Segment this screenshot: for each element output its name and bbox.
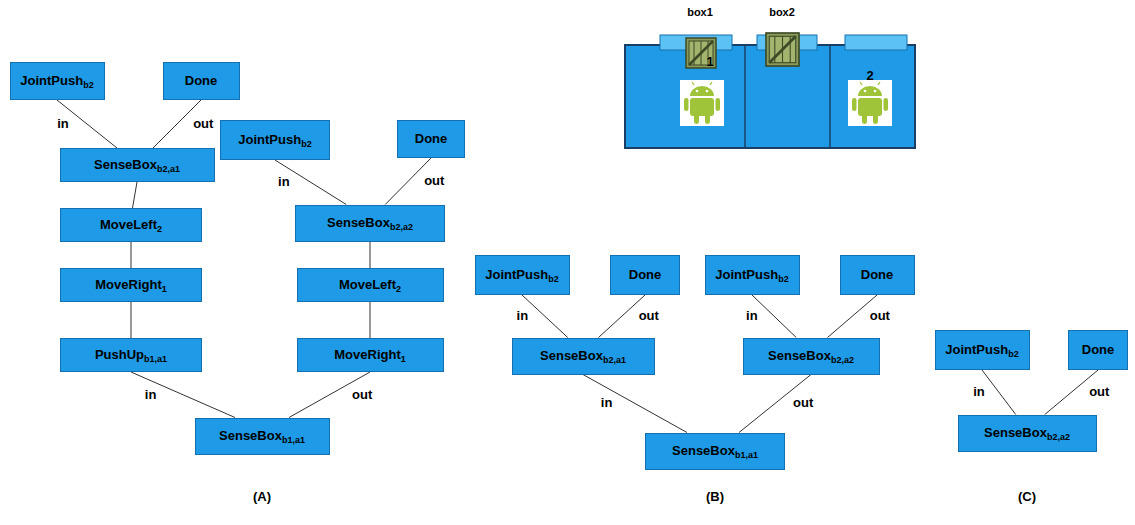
edge-label: out [191, 117, 215, 131]
process-box: SenseBoxb2,a1 [512, 338, 655, 375]
edge-label: in [515, 309, 531, 323]
process-box: JointPushb2 [705, 255, 800, 295]
tree-edge [982, 370, 1016, 415]
process-box: Done [610, 255, 680, 295]
box-label: Done [1082, 343, 1115, 357]
box-label: PushUpb1,a1 [95, 348, 167, 362]
tree-edge [131, 302, 132, 338]
process-box: SenseBoxb2,a2 [743, 338, 880, 375]
panel-label: (C) [1018, 490, 1036, 504]
process-box: MoveLeft2 [297, 268, 444, 302]
box-label: SenseBoxb2,a2 [327, 216, 413, 230]
process-box: SenseBoxb2,a2 [958, 415, 1097, 452]
box-label: SenseBoxb1,a1 [219, 429, 305, 443]
box-label: JointPushb2 [485, 268, 558, 282]
box-label: MoveLeft2 [339, 278, 401, 292]
tree-edge [370, 242, 371, 269]
process-box: MoveRight1 [60, 268, 202, 302]
box-label: JointPushb2 [238, 133, 311, 147]
process-box: SenseBoxb2,a2 [295, 205, 445, 242]
process-box: MoveLeft2 [60, 208, 202, 242]
box-label: MoveLeft2 [100, 218, 162, 232]
box-label: JointPushb2 [715, 268, 788, 282]
agent-number: 1 [706, 55, 713, 69]
process-box: JointPushb2 [475, 255, 570, 295]
process-box: MoveRight1 [297, 338, 444, 372]
tree-edge [370, 302, 371, 338]
tree-edge [131, 242, 132, 268]
edge-label: in [599, 396, 615, 410]
tree-edge [275, 160, 346, 205]
process-box: JointPushb2 [935, 330, 1030, 370]
edge-label: out [868, 309, 892, 323]
process-box: SenseBoxb2,a1 [60, 148, 215, 182]
edge-label: in [971, 385, 987, 399]
panel-label: (A) [253, 490, 271, 504]
box-label: Done [861, 268, 894, 282]
tree-edge [583, 375, 687, 433]
edge-label: in [744, 309, 760, 323]
box-label: MoveRight1 [334, 348, 405, 362]
box-label: Done [629, 268, 662, 282]
edge-label: out [637, 309, 661, 323]
panel-label: (B) [706, 490, 724, 504]
process-box: SenseBoxb1,a1 [195, 418, 330, 455]
box-name: box2 [769, 6, 795, 18]
agent-number: 2 [866, 69, 873, 83]
process-box: JointPushb2 [220, 120, 330, 160]
edge-label: in [143, 388, 159, 402]
process-box: Done [163, 62, 240, 100]
process-box: PushUpb1,a1 [60, 338, 202, 372]
box-label: SenseBoxb2,a2 [984, 426, 1070, 440]
box-label: JointPushb2 [945, 343, 1018, 357]
edge-label: out [422, 174, 446, 188]
process-box: Done [1068, 330, 1128, 370]
edge-label: out [791, 396, 815, 410]
box-label: SenseBoxb2,a2 [768, 349, 854, 363]
tree-edge [131, 372, 235, 418]
box-label: JointPushb2 [20, 74, 93, 88]
edge-label: in [276, 175, 292, 189]
box-label: SenseBoxb2,a1 [540, 349, 626, 363]
process-box: Done [840, 255, 915, 295]
box-label: SenseBoxb1,a1 [672, 444, 758, 458]
box-label: SenseBoxb2,a1 [94, 158, 180, 172]
process-box: SenseBoxb1,a1 [645, 433, 785, 470]
process-box: JointPushb2 [10, 62, 105, 100]
edge-label: out [350, 388, 374, 402]
edge-label: out [1087, 385, 1111, 399]
box-label: Done [185, 74, 218, 88]
box-label: MoveRight1 [95, 278, 166, 292]
box-name: box1 [687, 6, 713, 18]
process-box: Done [397, 120, 465, 158]
box-label: Done [415, 132, 448, 146]
edge-label: in [55, 117, 71, 131]
tree-edge [133, 182, 138, 208]
